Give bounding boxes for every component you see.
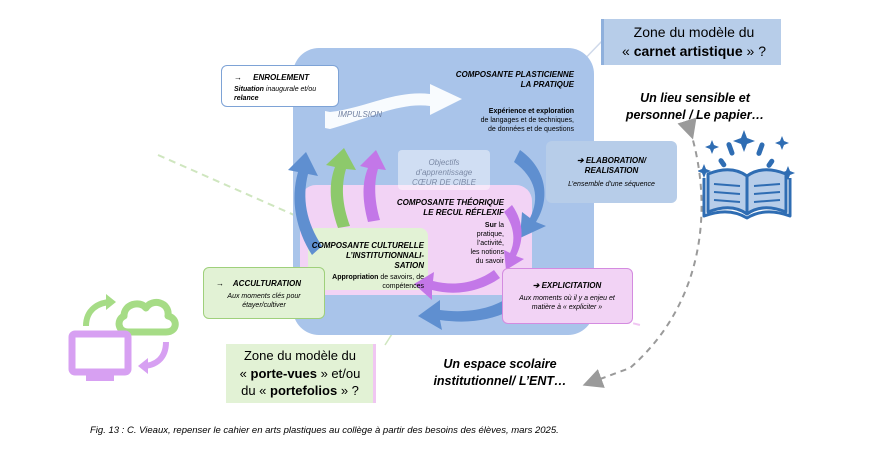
elaboration-title: ➔ ELABORATION/ REALISATION xyxy=(546,156,677,176)
acculturation-text: Aux moments clés pour étayer/cultiver xyxy=(204,292,324,310)
left-blue-arrow xyxy=(288,152,322,255)
elaboration-arrow xyxy=(514,150,546,238)
impulsion-arrow xyxy=(325,84,462,129)
culturelle-title-line2: L’INSTITUTIONNALI- xyxy=(345,251,424,260)
enrolement-title-row: → ENROLEMENT xyxy=(234,73,338,83)
theorique-title: COMPOSANTE THÉORIQUE LE RECUL RÉFLEXIF xyxy=(380,198,504,218)
plasticienne-text: Expérience et exploration de langages et… xyxy=(440,107,574,134)
plasticienne-text-line3: de données et de questions xyxy=(487,126,574,133)
zone-porte-line1: Zone du modèle du xyxy=(243,348,357,363)
explicitation-box: ➔ EXPLICITATION Aux moments où il y a en… xyxy=(502,268,633,324)
enrolement-title: ENROLEMENT xyxy=(253,73,310,82)
objectifs-line3: CŒUR DE CIBLE xyxy=(411,178,476,187)
zone-porte-box: Zone du modèle du « porte-vues » et/ou d… xyxy=(226,344,376,403)
acculturation-title: ACCULTURATION xyxy=(232,279,302,288)
zone-carnet-line2-post: » ? xyxy=(742,43,766,59)
arrow-icon: → xyxy=(216,279,224,288)
elaboration-text: L’ensemble d’une séquence xyxy=(568,181,655,188)
explicitation-purple-arrow xyxy=(414,270,500,300)
elaboration-box: ➔ ELABORATION/ REALISATION L’ensemble d’… xyxy=(546,141,677,203)
lieu-sensible-line2: personnel / Le papier… xyxy=(625,108,765,122)
acculturation-title-row: → ACCULTURATION xyxy=(216,279,324,289)
objectifs-line1: Objectifs xyxy=(428,158,460,167)
zone-porte-bold-portefolios: portefolios xyxy=(270,383,338,398)
computer-cloud-sync-icon xyxy=(68,294,179,381)
dashed-link-arrow xyxy=(582,117,703,388)
explicitation-text-line2: matière à « expliciter » xyxy=(531,304,603,311)
explicitation-title: ➔ EXPLICITATION xyxy=(532,281,602,290)
zone-carnet-box: Zone du modèle du « carnet artistique » … xyxy=(601,19,781,65)
culturelle-text: Appropriation de savoirs, de compétences xyxy=(304,273,424,291)
culturelle-title: COMPOSANTE CULTURELLE L’INSTITUTIONNALI-… xyxy=(300,241,424,271)
culturelle-green-arrow xyxy=(326,148,356,228)
zone-porte-line3-pre: du « xyxy=(241,383,271,398)
zone-porte-bold-porte-vues: porte-vues xyxy=(250,365,317,381)
theorique-purple-arrow-up xyxy=(360,150,386,222)
theorique-title-line2: LE RECUL RÉFLEXIF xyxy=(423,208,504,217)
figure-caption: Fig. 13 : C. Vieaux, repenser le cahier … xyxy=(90,425,559,436)
lieu-sensible-label: Un lieu sensible et personnel / Le papie… xyxy=(610,90,780,124)
theorique-text-strong: Sur xyxy=(484,222,497,229)
acculturation-text-line1: Aux moments clés pour xyxy=(227,293,301,300)
impulsion-label: IMPULSION xyxy=(338,110,383,119)
enrolement-text-line2: relance xyxy=(234,95,259,102)
enrolement-text-rest: inaugurale et/ou xyxy=(265,86,317,93)
theorique-text-line: pratique, xyxy=(476,231,504,238)
zone-porte-line2: « porte-vues » et/ou xyxy=(226,365,374,383)
zone-porte-line2-post: » et/ou xyxy=(316,365,361,381)
explicitation-text-line1: Aux moments où il y a enjeu et xyxy=(519,295,615,302)
culturelle-text-rest: de savoirs, de xyxy=(380,274,424,281)
elaboration-title-line1: ➔ ELABORATION/ xyxy=(576,156,647,165)
enrolement-text: Situation inaugurale et/ou relance xyxy=(234,85,338,103)
enrolement-box: → ENROLEMENT Situation inaugurale et/ou … xyxy=(221,65,339,107)
culturelle-text-strong: Appropriation xyxy=(332,274,379,281)
culturelle-text-line2: compétences xyxy=(382,283,424,290)
plasticienne-text-line2: de langages et de techniques, xyxy=(480,117,574,124)
dashed-line-left xyxy=(157,154,311,223)
culturelle-title-line3: SATION xyxy=(394,261,424,270)
theorique-text-line: les notions xyxy=(470,249,504,256)
lieu-sensible-line1: Un lieu sensible et xyxy=(640,91,750,105)
theorique-text-rest: la xyxy=(498,222,504,229)
culturelle-area xyxy=(308,228,428,290)
espace-scolaire-line1: Un espace scolaire xyxy=(443,357,557,371)
enrolement-text-strong: Situation xyxy=(234,86,264,93)
theorique-text-line: l’activité, xyxy=(477,240,504,247)
espace-scolaire-label: Un espace scolaire institutionnel/ L’ENT… xyxy=(410,356,590,390)
zone-carnet-line2-pre: « xyxy=(622,43,634,59)
arrow-icon: → xyxy=(234,73,242,82)
zone-porte-line3-post: » ? xyxy=(337,383,359,398)
bottom-blue-arrow xyxy=(418,292,525,330)
acculturation-text-line2: étayer/cultiver xyxy=(242,302,286,309)
zone-porte-text: Zone du modèle du « porte-vues » et/ou d… xyxy=(226,347,374,400)
zone-carnet-line1: Zone du modèle du xyxy=(633,24,755,40)
elaboration-title-line2: REALISATION xyxy=(584,166,639,175)
plasticienne-text-strong: Expérience et exploration xyxy=(488,108,574,115)
zone-carnet-bold: carnet artistique xyxy=(633,43,743,59)
objectifs-label: Objectifs d’apprentissage CŒUR DE CIBLE xyxy=(398,158,490,188)
acculturation-box: → ACCULTURATION Aux moments clés pour ét… xyxy=(203,267,325,319)
plasticienne-title-line2: LA PRATIQUE xyxy=(520,80,574,89)
zone-carnet-line2: « carnet artistique » ? xyxy=(604,42,784,61)
theorique-purple-arrow-down xyxy=(504,205,524,270)
theorique-text-line: du savoir xyxy=(475,258,504,265)
culturelle-title-line1: COMPOSANTE CULTURELLE xyxy=(311,241,424,250)
zone-porte-line3: du « portefolios » ? xyxy=(226,382,374,400)
zone-porte-line2-pre: « xyxy=(239,365,251,381)
espace-scolaire-line2: institutionnel/ L’ENT… xyxy=(433,374,567,388)
explicitation-text: Aux moments où il y a enjeu et matière à… xyxy=(503,294,631,312)
zone-carnet-text: Zone du modèle du « carnet artistique » … xyxy=(604,23,784,61)
theorique-title-line1: COMPOSANTE THÉORIQUE xyxy=(396,198,504,207)
plasticienne-title: COMPOSANTE PLASTICIENNE LA PRATIQUE xyxy=(420,70,574,90)
open-book-sparkle-icon xyxy=(698,130,795,220)
objectifs-line2: d’apprentissage xyxy=(415,168,473,177)
objectifs-area xyxy=(398,150,490,190)
theorique-text: Sur la pratique, l’activité, les notions… xyxy=(440,221,504,266)
plasticienne-title-line1: COMPOSANTE PLASTICIENNE xyxy=(455,70,574,79)
